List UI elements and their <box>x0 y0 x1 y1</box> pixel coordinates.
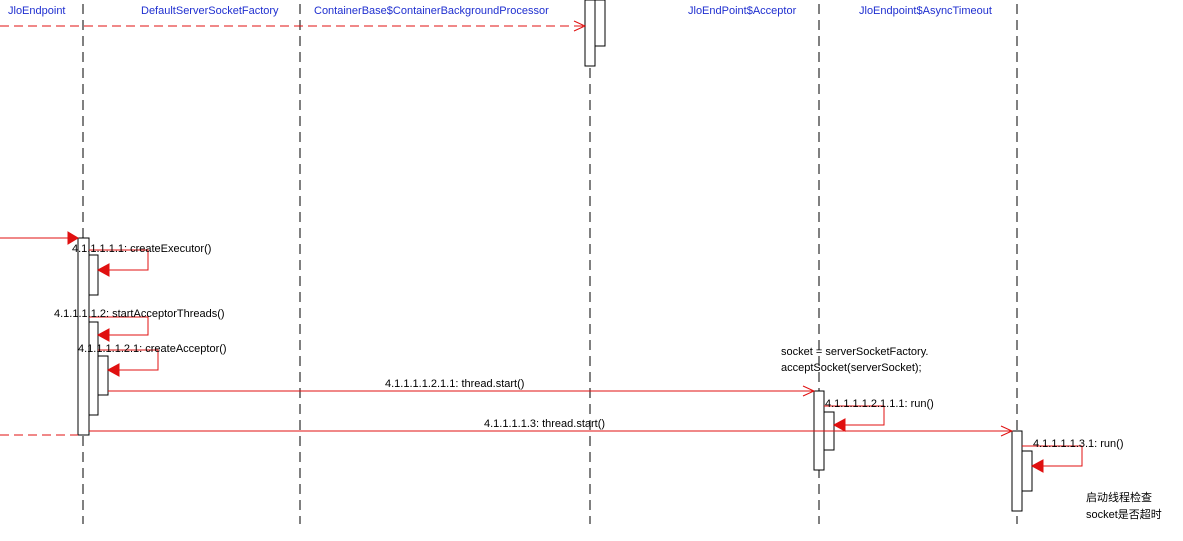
acceptor-thread-start-label: 4.1.1.1.1.2.1.1: thread.start() <box>385 378 524 390</box>
timeout-run-label: 4.1.1.1.1.3.1: run() <box>1033 438 1124 450</box>
acceptor-run-label: 4.1.1.1.1.2.1.1.1: run() <box>825 398 934 410</box>
participant-default-server-socket-factory: DefaultServerSocketFactory <box>141 5 279 17</box>
accept-socket-note-line2: acceptSocket(serverSocket); <box>781 362 922 374</box>
acceptor-run-self-call <box>824 405 885 426</box>
activation-jloendpoint-main <box>77 237 90 436</box>
create-executor-label: 4.1.1.1.1.1: createExecutor() <box>72 243 211 255</box>
acceptor-thread-start-arrowhead <box>802 385 816 397</box>
create-executor-self-call <box>89 249 149 271</box>
activation-container-processor <box>584 0 596 67</box>
timeout-check-note-line2: socket是否超时 <box>1086 507 1162 521</box>
start-acceptor-threads-arrowhead <box>96 328 110 342</box>
create-executor-arrowhead <box>96 263 110 277</box>
timeout-run-self-call <box>1022 445 1083 467</box>
start-acceptor-threads-label: 4.1.1.1.1.2: startAcceptorThreads() <box>54 308 225 320</box>
participant-acceptor: JloEndPoint$Acceptor <box>688 5 797 17</box>
participant-container-background-processor: ContainerBase$ContainerBackgroundProcess… <box>314 5 549 17</box>
create-acceptor-self-call <box>98 349 159 371</box>
timeout-run-arrowhead <box>1030 459 1044 473</box>
create-acceptor-arrowhead <box>106 363 120 377</box>
activation-jloendpoint-create-executor <box>88 254 99 296</box>
timeout-thread-start-label: 4.1.1.1.1.3: thread.start() <box>484 418 605 430</box>
activation-async-timeout-run <box>1021 450 1033 492</box>
timeout-thread-start-arrowhead <box>1000 425 1014 437</box>
activation-container-processor-nested <box>594 0 606 47</box>
activation-jloendpoint-start-acceptor-threads <box>88 321 99 416</box>
top-dashed-message-arrowhead <box>573 20 587 32</box>
activation-async-timeout-main <box>1011 430 1023 512</box>
participant-jloendpoint: JloEndpoint <box>8 5 66 17</box>
incoming-call-arrowhead <box>67 231 79 245</box>
acceptor-run-arrowhead <box>832 418 846 432</box>
timeout-check-note-line1: 启动线程检查 <box>1086 490 1152 504</box>
start-acceptor-threads-self-call <box>89 316 149 336</box>
accept-socket-note-line1: socket = serverSocketFactory. <box>781 346 928 358</box>
activation-jloendpoint-create-acceptor <box>97 355 109 396</box>
participant-async-timeout: JloEndpoint$AsyncTimeout <box>859 5 992 17</box>
create-acceptor-label: 4.1.1.1.1.2.1: createAcceptor() <box>78 343 227 355</box>
